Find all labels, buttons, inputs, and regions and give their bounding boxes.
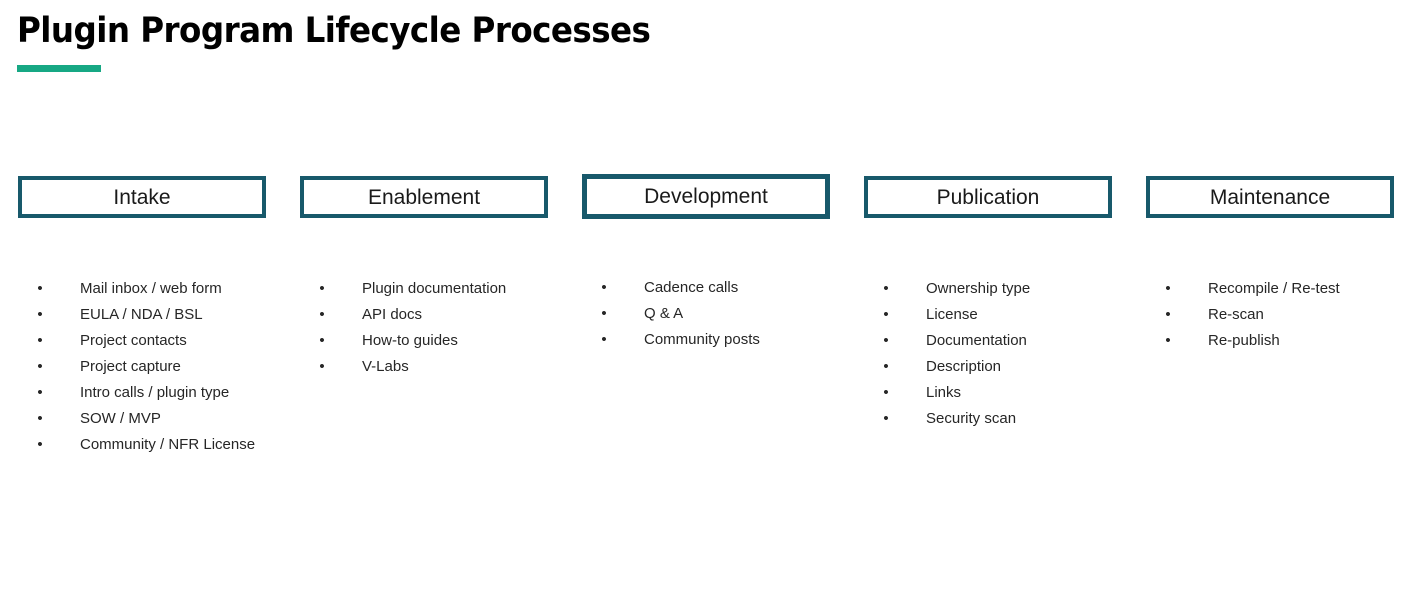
phase-label-enablement: Enablement xyxy=(367,185,481,209)
list-item-label: Plugin documentation xyxy=(362,280,507,297)
bullet-list-publication: • Ownership type • License • Documentati… xyxy=(879,276,1179,432)
phase-label-development: Development xyxy=(644,185,768,208)
bullet-icon: • xyxy=(883,306,889,323)
list-item: • Re-scan xyxy=(1161,302,1427,328)
bullet-icon: • xyxy=(37,332,43,349)
bullet-list-maintenance: • Recompile / Re-test • Re-scan • Re-pub… xyxy=(1161,276,1427,354)
list-item-label: License xyxy=(926,306,978,323)
list-item: • API docs xyxy=(315,302,615,328)
list-item: • Project capture xyxy=(33,354,333,380)
bullet-icon: • xyxy=(883,384,889,401)
list-item-label: Description xyxy=(926,358,1002,375)
list-item: • Documentation xyxy=(879,328,1179,354)
list-item-label: How-to guides xyxy=(362,332,458,349)
bullet-icon: • xyxy=(37,358,43,375)
lifecycle-column-enablement: Enablement • Plugin documentation • API … xyxy=(300,176,548,375)
list-item-label: Recompile / Re-test xyxy=(1208,280,1340,297)
list-item-label: Documentation xyxy=(926,332,1027,349)
list-item: • Community posts xyxy=(597,327,897,353)
list-item: • Plugin documentation xyxy=(315,276,615,302)
list-item-label: Ownership type xyxy=(926,280,1031,297)
list-item-label: Q & A xyxy=(644,305,684,322)
list-item-label: Community posts xyxy=(644,331,760,348)
bullet-icon: • xyxy=(883,410,889,427)
list-item-label: Mail inbox / web form xyxy=(80,280,222,297)
list-item-label: Intro calls / plugin type xyxy=(80,384,230,401)
list-item: • Links xyxy=(879,380,1179,406)
bullet-icon: • xyxy=(883,358,889,375)
phase-box-enablement[interactable]: Enablement xyxy=(300,176,548,218)
phase-label-maintenance: Maintenance xyxy=(1209,185,1331,209)
title-block: Plugin Program Lifecycle Processes xyxy=(17,8,698,72)
list-item: • License xyxy=(879,302,1179,328)
lifecycle-column-intake: Intake • Mail inbox / web form • EULA / … xyxy=(18,176,266,453)
bullet-icon: • xyxy=(601,279,607,296)
list-item: • Security scan xyxy=(879,406,1179,432)
bullet-icon: • xyxy=(319,306,325,323)
list-item: • Q & A xyxy=(597,301,897,327)
list-item-label: Re-scan xyxy=(1208,306,1264,323)
list-item: • Community / NFR License xyxy=(33,432,333,458)
list-item: • Intro calls / plugin type xyxy=(33,380,333,406)
lifecycle-column-publication: Publication • Ownership type • License •… xyxy=(864,176,1112,427)
list-item-label: Links xyxy=(926,384,962,401)
list-item: • Recompile / Re-test xyxy=(1161,276,1427,302)
list-item: • Ownership type xyxy=(879,276,1179,302)
page-title: Plugin Program Lifecycle Processes xyxy=(17,11,651,51)
list-item: • Mail inbox / web form xyxy=(33,276,333,302)
list-item: • SOW / MVP xyxy=(33,406,333,432)
list-item-label: Security scan xyxy=(926,410,1017,427)
list-item-label: Cadence calls xyxy=(644,279,739,296)
bullet-list-intake: • Mail inbox / web form • EULA / NDA / B… xyxy=(33,276,333,458)
bullet-icon: • xyxy=(37,384,43,401)
lifecycle-column-maintenance: Maintenance • Recompile / Re-test • Re-s… xyxy=(1146,176,1394,349)
phase-box-development[interactable]: Development xyxy=(582,174,830,219)
list-item: • How-to guides xyxy=(315,328,615,354)
list-item: • Project contacts xyxy=(33,328,333,354)
bullet-icon: • xyxy=(883,332,889,349)
phase-label-intake: Intake xyxy=(113,185,171,209)
title-accent-bar xyxy=(17,65,101,72)
bullet-icon: • xyxy=(319,332,325,349)
list-item-label: API docs xyxy=(362,306,423,323)
bullet-icon: • xyxy=(37,280,43,297)
bullet-icon: • xyxy=(1165,280,1171,297)
phase-box-maintenance[interactable]: Maintenance xyxy=(1146,176,1394,218)
phase-box-intake[interactable]: Intake xyxy=(18,176,266,218)
list-item-label: EULA / NDA / BSL xyxy=(80,306,203,323)
list-item-label: Project contacts xyxy=(80,332,187,349)
list-item-label: V-Labs xyxy=(362,358,409,375)
list-item-label: SOW / MVP xyxy=(80,410,161,427)
bullet-icon: • xyxy=(601,331,607,348)
bullet-list-enablement: • Plugin documentation • API docs • How-… xyxy=(315,276,615,380)
phase-label-publication: Publication xyxy=(936,185,1040,209)
list-item-label: Re-publish xyxy=(1208,332,1280,349)
bullet-icon: • xyxy=(601,305,607,322)
list-item: • Cadence calls xyxy=(597,275,897,301)
phase-box-publication[interactable]: Publication xyxy=(864,176,1112,218)
bullet-icon: • xyxy=(319,358,325,375)
list-item: • V-Labs xyxy=(315,354,615,380)
bullet-icon: • xyxy=(1165,332,1171,349)
list-item: • EULA / NDA / BSL xyxy=(33,302,333,328)
bullet-icon: • xyxy=(37,306,43,323)
bullet-list-development: • Cadence calls • Q & A • Community post… xyxy=(597,275,897,353)
list-item: • Description xyxy=(879,354,1179,380)
bullet-icon: • xyxy=(37,436,43,453)
lifecycle-column-development: Development • Cadence calls • Q & A • Co… xyxy=(582,174,830,348)
list-item: • Re-publish xyxy=(1161,328,1427,354)
bullet-icon: • xyxy=(37,410,43,427)
list-item-label: Community / NFR License xyxy=(80,436,256,453)
list-item-label: Project capture xyxy=(80,358,181,375)
bullet-icon: • xyxy=(883,280,889,297)
bullet-icon: • xyxy=(319,280,325,297)
bullet-icon: • xyxy=(1165,306,1171,323)
